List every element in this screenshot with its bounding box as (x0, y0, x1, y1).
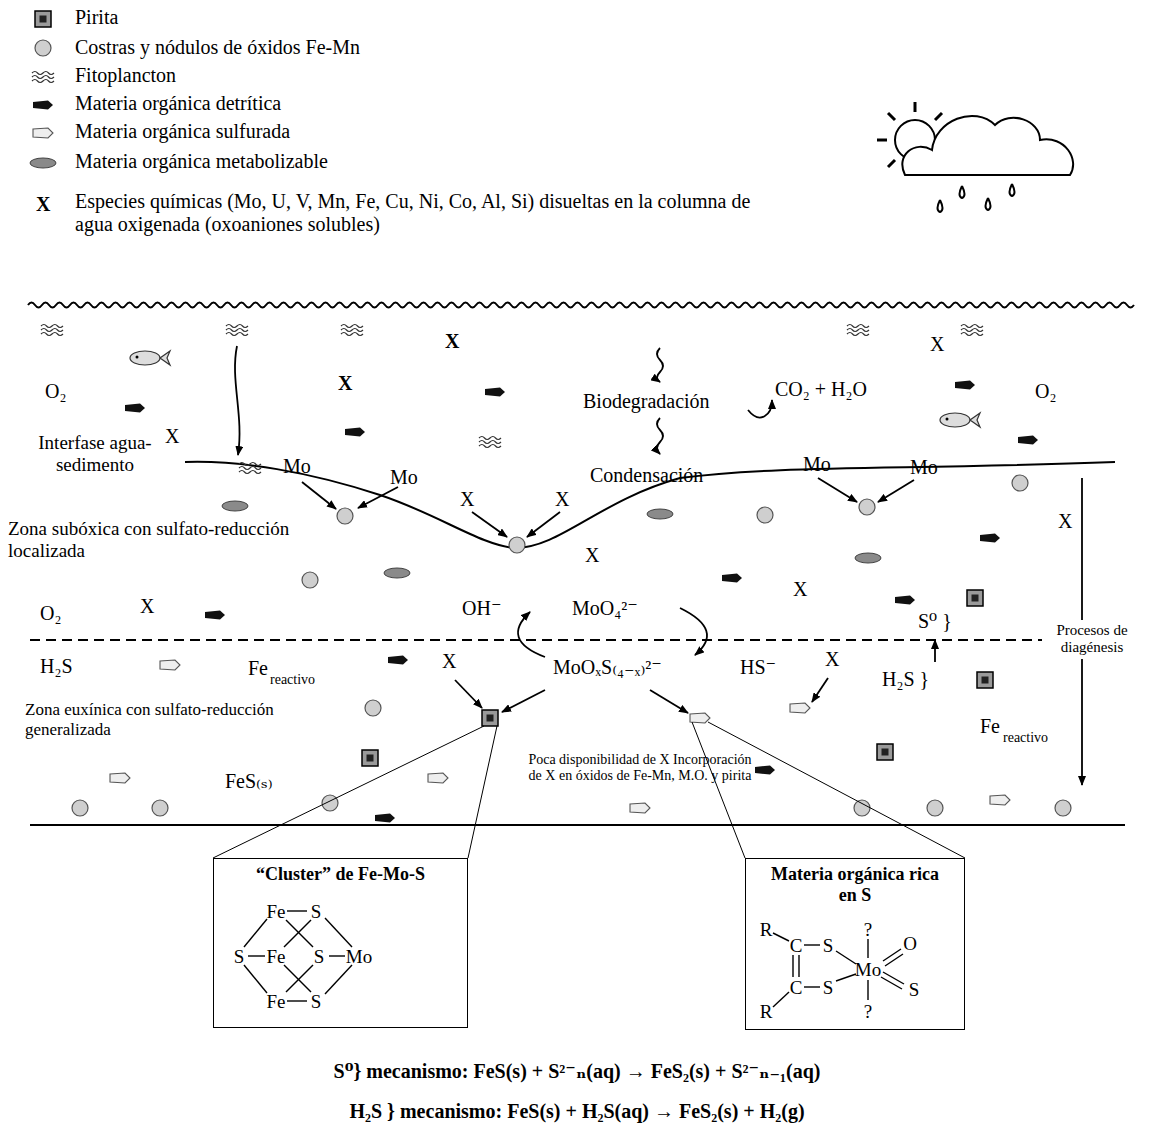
label-text: H₂S } mecanismo: FeS(s) + H₂S(aq) → FeS₂… (349, 1100, 804, 1123)
label-text: X (793, 578, 807, 601)
label-text: X (585, 544, 599, 567)
atom-label: S (311, 992, 322, 1011)
atom-label: S (234, 947, 245, 966)
label-text: O₂ (40, 602, 61, 625)
label-text: HS⁻ (740, 656, 776, 679)
legend-text: Materia orgánica detrítica (75, 92, 281, 115)
label-text: Fe (980, 715, 1000, 738)
label-text: Procesos de diagénesis (1042, 620, 1142, 659)
detail-box: Materia orgánica rica en SRCS?OMoSRCS? (745, 858, 965, 1030)
label-text: Mo (803, 453, 831, 476)
atom-label: ? (864, 920, 872, 939)
label-text: CO₂ + H₂O (775, 378, 867, 401)
label-text: X (825, 648, 839, 671)
label-text: Poca disponibilidad de X Incorporación d… (523, 752, 758, 784)
label-text: X (555, 488, 569, 511)
atom-label: R (760, 920, 773, 939)
label-text: H₂S (40, 655, 73, 678)
label-text: O₂ (1035, 380, 1056, 403)
label-text: FeS₍ₛ₎ (225, 770, 273, 793)
label-text: S⁰} mecanismo: FeS(s) + S²⁻ₙ(aq) → FeS₂(… (334, 1060, 821, 1083)
atom-label: S (909, 980, 920, 999)
label-text: MoOₓS₍₄₋ₓ₎²⁻ (553, 656, 662, 679)
label-text: reactivo (270, 672, 315, 688)
atom-label: S (823, 978, 834, 997)
box-title: “Cluster” de Fe-Mo-S (256, 864, 425, 885)
label-text: Zona subóxica con sulfato-reducción loca… (8, 518, 308, 562)
atom-label: S (314, 947, 325, 966)
atom-label: S (823, 936, 834, 955)
atom-label: C (790, 936, 803, 955)
label-text: Mo (390, 466, 418, 489)
label-text: X (1058, 510, 1072, 533)
label-text: X (930, 333, 944, 356)
label-text: X (460, 488, 474, 511)
atom-label: R (760, 1002, 773, 1021)
label-text: O₂ (45, 380, 66, 403)
label-text: X (140, 595, 154, 618)
legend-text: Pirita (75, 6, 118, 29)
bond-lines (214, 859, 469, 1029)
detail-box: “Cluster” de Fe-Mo-SFeSSFeSMoFeS (213, 858, 468, 1028)
label-text: Condensación (590, 464, 703, 487)
atom-label: Fe (267, 902, 286, 921)
label-text: OH⁻ (462, 597, 501, 620)
label-text: X (165, 425, 179, 448)
atom-label: Mo (346, 947, 372, 966)
legend-text: Materia orgánica metabolizable (75, 150, 328, 173)
label-text: Mo (283, 455, 311, 478)
atom-label: Mo (855, 960, 881, 979)
label-text: reactivo (1003, 730, 1048, 746)
legend-text: Fitoplancton (75, 64, 176, 87)
label-text: S⁰ } (918, 610, 952, 633)
legend-text: Especies químicas (Mo, U, V, Mn, Fe, Cu,… (75, 190, 765, 236)
weather-icon (877, 102, 1073, 212)
label-text: Mo (910, 456, 938, 479)
label-text: X (442, 650, 456, 673)
label-text: Fe (248, 657, 268, 680)
atom-label: ? (864, 1002, 872, 1021)
label-text: X (445, 330, 459, 353)
atom-label: S (311, 902, 322, 921)
atom-label: O (903, 934, 917, 953)
atom-label: C (790, 978, 803, 997)
label-text: MoO₄²⁻ (572, 597, 638, 620)
label-text: H₂S } (882, 668, 929, 691)
label-text: X (36, 193, 50, 216)
label-text: X (338, 372, 352, 395)
legend-text: Materia orgánica sulfurada (75, 120, 290, 143)
atom-label: Fe (267, 992, 286, 1011)
label-text: Interfase agua-sedimento (10, 432, 180, 476)
label-text: Biodegradación (583, 390, 710, 413)
atom-label: Fe (267, 947, 286, 966)
label-text: Zona euxínica con sulfato-reducción gene… (25, 700, 325, 739)
legend-text: Costras y nódulos de óxidos Fe-Mn (75, 36, 360, 59)
box-title: Materia orgánica rica en S (760, 864, 950, 905)
